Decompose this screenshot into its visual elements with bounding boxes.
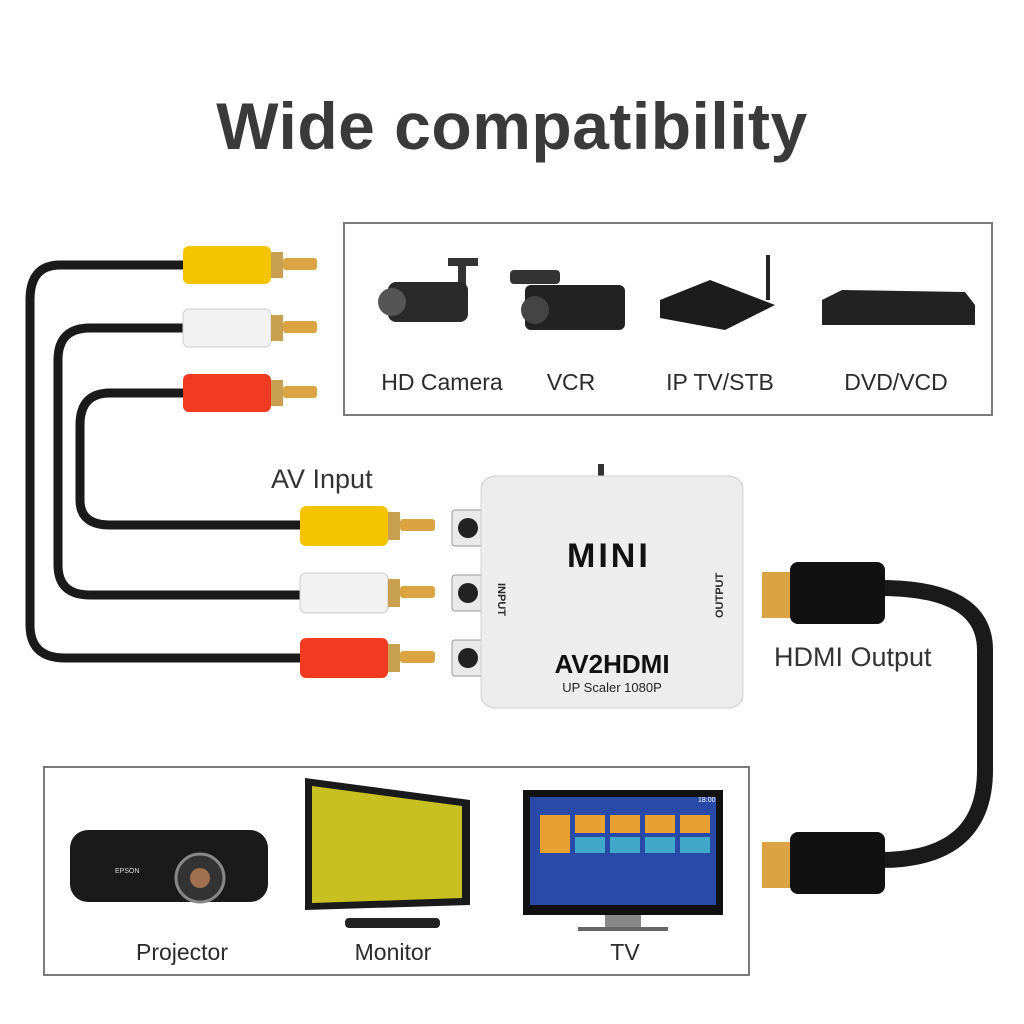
adapter-input-label: INPUT <box>495 583 507 616</box>
set-top-box-icon <box>660 255 775 330</box>
rca-plug-white-top <box>182 308 317 348</box>
security-camera-icon <box>378 258 478 322</box>
page-title: Wide compatibility <box>216 89 808 163</box>
camcorder-icon <box>510 270 625 330</box>
tv-icon <box>523 790 723 931</box>
source-label-iptv: IP TV/STB <box>666 369 774 395</box>
adapter-brand: MINI <box>567 537 651 575</box>
rca-cables <box>25 260 310 663</box>
rca-plug-red-top <box>183 374 317 412</box>
sources-panel <box>343 222 993 416</box>
source-label-vcr: VCR <box>546 369 596 395</box>
source-label-dvd: DVD/VCD <box>844 369 948 395</box>
rca-plug-yellow <box>300 506 435 546</box>
tv-clock: 18:00 <box>698 797 716 804</box>
display-label-monitor: Monitor <box>354 939 432 965</box>
adapter-output-label: OUTPUT <box>714 572 726 618</box>
hdmi-cable <box>879 580 993 868</box>
dvd-player-icon <box>822 290 975 325</box>
projector-icon <box>70 830 268 904</box>
adapter-box <box>451 464 744 709</box>
adapter-subtitle: UP Scaler 1080P <box>562 680 662 695</box>
hdmi-output-label: HDMI Output <box>774 642 932 672</box>
display-label-tv: TV <box>610 939 640 965</box>
projector-brand: EPSON <box>115 868 140 875</box>
adapter-model: AV2HDMI <box>554 649 670 679</box>
av-input-label: AV Input <box>271 464 373 494</box>
rca-plug-white <box>299 572 435 614</box>
hdmi-plug-bottom <box>762 832 885 894</box>
source-label-hd-camera: HD Camera <box>381 369 503 395</box>
rca-plug-yellow-top <box>183 246 317 284</box>
display-label-projector: Projector <box>135 939 229 965</box>
monitor-icon <box>305 778 470 928</box>
hdmi-plug-top <box>762 562 885 624</box>
rca-plug-red <box>300 638 435 678</box>
displays-panel <box>43 766 750 976</box>
